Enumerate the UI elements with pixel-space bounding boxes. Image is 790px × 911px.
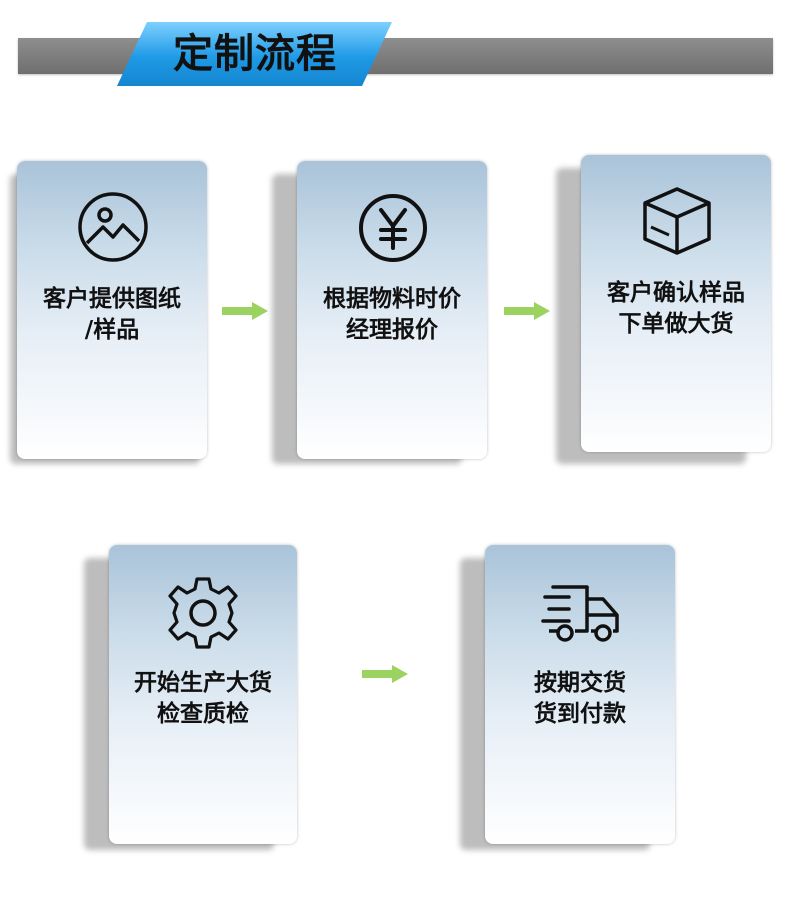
step-label-line2: 货到付款 <box>534 700 626 727</box>
step-label-line1: 按期交货 <box>534 669 626 696</box>
yen-icon <box>297 161 487 262</box>
step-label: 根据物料时价 经理报价 <box>301 283 483 345</box>
arrow-right-icon <box>362 665 408 683</box>
arrow-right-icon <box>222 302 268 320</box>
arrow-right-icon <box>504 302 550 320</box>
step-label-line1: 开始生产大货 <box>134 669 272 696</box>
header-tab: 定制流程 <box>117 22 392 86</box>
step-label: 客户确认样品 下单做大货 <box>585 277 767 339</box>
step-label-line1: 客户提供图纸 <box>43 285 181 312</box>
box-icon <box>581 155 771 255</box>
step-card-4: 开始生产大货 检查质检 <box>109 545 297 844</box>
step-label: 客户提供图纸 /样品 <box>21 283 203 345</box>
step-label-line2: 下单做大货 <box>618 310 734 337</box>
step-label: 开始生产大货 检查质检 <box>113 667 293 729</box>
step-card-5: 按期交货 货到付款 <box>485 545 675 844</box>
step-card-2: 根据物料时价 经理报价 <box>297 161 487 459</box>
step-label-line1: 根据物料时价 <box>323 285 461 312</box>
step-label: 按期交货 货到付款 <box>489 667 671 729</box>
image-icon <box>17 161 207 262</box>
step-label-line2: /样品 <box>84 316 140 343</box>
truck-icon <box>485 545 675 645</box>
page-title: 定制流程 <box>173 30 337 77</box>
step-card-1: 客户提供图纸 /样品 <box>17 161 207 459</box>
step-label-line2: 经理报价 <box>346 316 438 343</box>
step-label-line2: 检查质检 <box>157 700 249 727</box>
gear-icon <box>109 545 297 649</box>
step-label-line1: 客户确认样品 <box>607 279 745 306</box>
step-card-3: 客户确认样品 下单做大货 <box>581 155 771 452</box>
